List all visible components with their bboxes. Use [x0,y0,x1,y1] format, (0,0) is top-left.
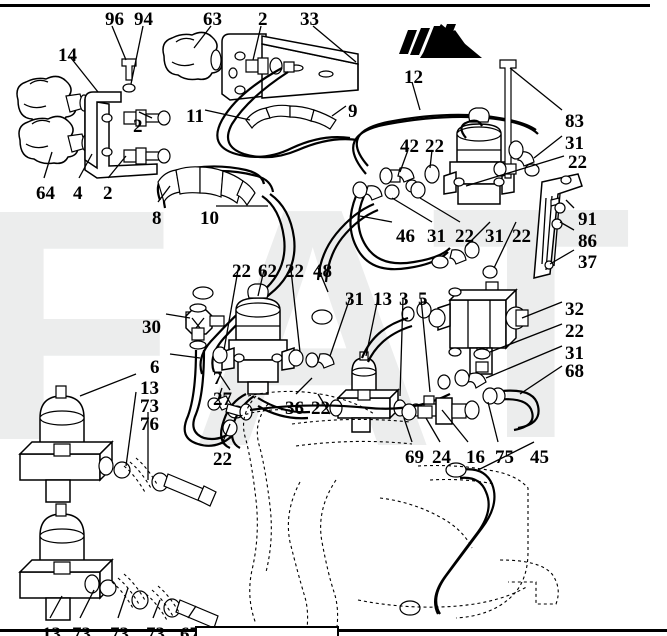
callout-13: 13 [140,378,159,399]
forward-direction-arrow [399,24,482,58]
callout-22: 22 [512,226,531,247]
fitting-22-31-below-32 [437,347,491,390]
pressure-switch-lower-left-lower [18,503,219,629]
coupling-head-right-63 [162,31,223,81]
mounting-bracket-right-33 [221,33,359,101]
frame-rule-top [0,4,650,7]
callout-64: 64 [36,183,55,204]
fitting-2-bracket33 [245,57,295,75]
callout-96: 96 [105,9,124,30]
callout-42: 42 [400,136,419,157]
callout-83: 83 [565,111,584,132]
callout-31: 31 [565,343,584,364]
callout-3: 3 [399,289,409,310]
leader-lines [43,25,575,619]
callout-46: 46 [396,226,415,247]
callout-69: 69 [405,447,424,468]
callout-16: 16 [466,447,485,468]
callout-75: 75 [495,447,514,468]
callout-37: 37 [578,252,597,273]
callout-91: 91 [578,209,597,230]
frame-bottom-tab [195,626,339,636]
air-dryer-filter-assembly [443,107,515,205]
callout-12: 12 [404,67,423,88]
callout-63: 63 [203,9,222,30]
callout-22: 22 [213,449,232,470]
callout-2: 2 [133,116,143,137]
callout-2: 2 [103,183,113,204]
watermark-letter-a: A [190,138,436,518]
coupling-head-lower-64 [18,115,91,165]
callout-36: 36 [285,398,304,419]
support-bracket-37 [533,173,583,279]
callout-73: 73 [140,396,159,417]
pipe-48 [316,202,375,281]
spiral-hose-lower-8 [156,165,275,209]
callout-10: 10 [200,208,219,229]
callout-22: 22 [232,261,251,282]
callout-7: 7 [213,368,223,389]
pipe-6 [183,349,233,447]
callout-30: 30 [142,317,161,338]
fitting-46-left [352,181,426,201]
callout-4: 4 [73,183,83,204]
pressure-regulator-62 [212,283,335,395]
coupling-head-upper-14 [16,75,89,125]
callout-31: 31 [565,133,584,154]
engine-ghost-outline [233,390,559,636]
callout-76: 76 [140,414,159,435]
pipe-12 [355,113,537,167]
callout-22: 22 [565,321,584,342]
cross-union-30 [185,303,225,350]
callout-27: 27 [213,389,232,410]
pipe-7 [219,393,247,450]
callout-22: 22 [285,261,304,282]
callout-22: 22 [311,398,330,419]
callout-31: 31 [485,226,504,247]
callout-22: 22 [455,226,474,247]
pressure-switch-lower-left-upper [18,385,217,507]
callout-14: 14 [58,45,77,66]
callout-31: 31 [427,226,446,247]
callout-9: 9 [348,101,358,122]
fitting-2-upper [123,109,171,127]
watermark-letter-f: F [0,140,176,509]
fitting-2-lower [123,147,171,165]
callout-6: 6 [150,357,160,378]
callout-11: 11 [186,106,204,127]
callout-33: 33 [300,9,319,30]
callout-2: 2 [258,9,268,30]
callout-48: 48 [313,261,332,282]
mounting-bracket-left-4 [84,91,158,179]
callout-13: 13 [373,289,392,310]
callout-94: 94 [134,9,153,30]
callout-8: 8 [152,208,162,229]
callout-32: 32 [565,299,584,320]
washer-94 [122,83,136,93]
callout-45: 45 [530,447,549,468]
fitting-46-right [431,241,499,293]
callout-5: 5 [418,289,428,310]
callout-22: 22 [568,152,587,173]
spiral-hose-upper-11 [216,67,359,159]
callout-68: 68 [565,361,584,382]
callout-22: 22 [425,136,444,157]
callout-86: 86 [578,231,597,252]
callout-62: 62 [258,261,277,282]
callout-31: 31 [345,289,364,310]
callout-24: 24 [432,447,451,468]
bolt-83 [499,59,517,179]
